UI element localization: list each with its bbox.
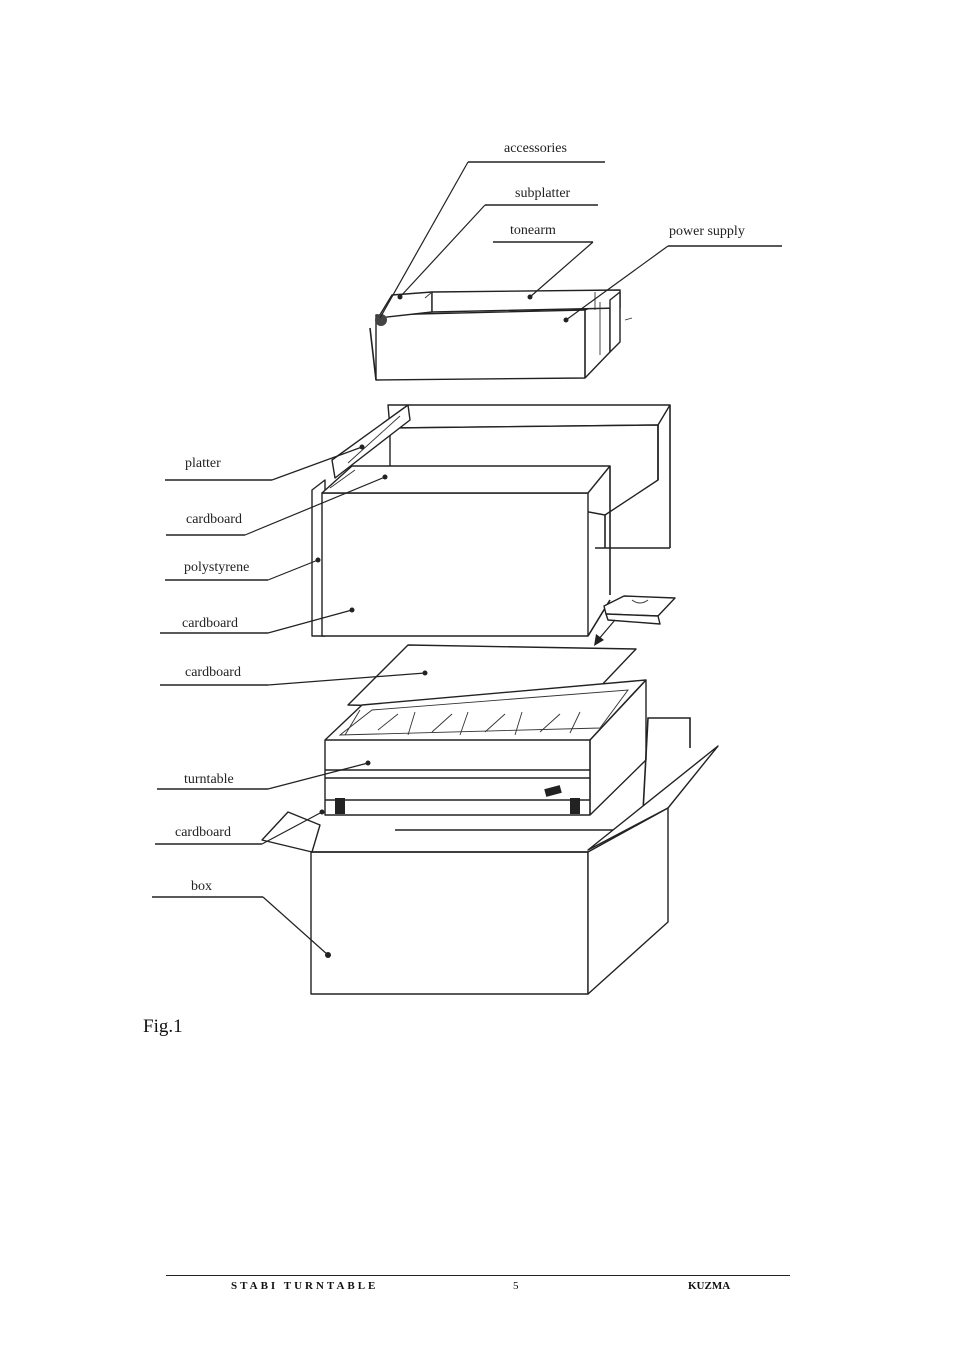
label-turntable: turntable [184, 772, 234, 787]
page-number: 5 [513, 1280, 519, 1292]
label-cardboard-4: cardboard [175, 825, 231, 840]
footer-title: STABI TURNTABLE [231, 1280, 379, 1292]
label-power-supply: power supply [669, 224, 745, 239]
label-cardboard-3: cardboard [185, 665, 241, 680]
label-cardboard-2: cardboard [182, 616, 238, 631]
label-polystyrene: polystyrene [184, 560, 249, 575]
label-accessories: accessories [504, 141, 567, 156]
label-box: box [191, 879, 212, 894]
accessory-box-drawing [369, 289, 633, 381]
footer-divider [166, 1275, 790, 1276]
label-subplatter: subplatter [515, 186, 571, 201]
figure-caption: Fig.1 [143, 1016, 183, 1037]
packing-diagram: accessories subplatter tonearm power sup… [152, 141, 782, 995]
label-cardboard-1: cardboard [186, 512, 242, 527]
turntable-tray-drawing [324, 679, 647, 816]
footer-brand: KUZMA [688, 1280, 731, 1292]
outer-box-drawing [261, 717, 719, 995]
wedge-drawing [594, 595, 676, 646]
lid-box-drawing [311, 404, 671, 637]
leader-lines [152, 161, 782, 958]
label-tonearm: tonearm [510, 223, 556, 238]
label-platter: platter [185, 456, 221, 471]
